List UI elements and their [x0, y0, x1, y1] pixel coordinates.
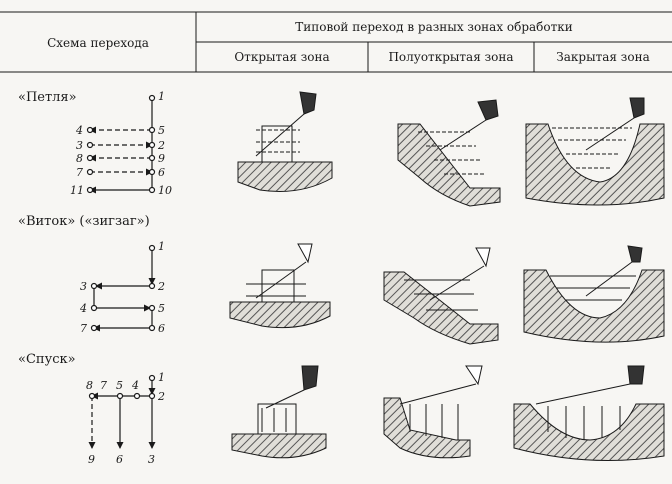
row3-open-zone: [231, 365, 327, 459]
header-group: Типовой переход в разных зонах обработки: [295, 20, 573, 34]
pt-number: 1: [158, 240, 165, 253]
pt-number: 7: [80, 322, 87, 335]
header-semi: Полуоткрытая зона: [388, 50, 514, 64]
scheme-vitok: [90, 244, 156, 332]
header-closed: Закрытая зона: [556, 50, 650, 64]
pt-number: 5: [158, 302, 165, 315]
pt-number: 7: [76, 166, 83, 179]
pt-number: 1: [158, 371, 165, 384]
row-label-vitok: «Виток» («зигзаг»): [18, 214, 150, 229]
row1-open-zone: [237, 91, 333, 192]
pt-number: 6: [116, 453, 123, 466]
row2-semi-zone: [383, 247, 499, 345]
scheme-spusk: [88, 374, 156, 449]
row3-closed-zone: [513, 365, 665, 461]
pt-number: 4: [80, 302, 87, 315]
pt-number: 8: [86, 379, 93, 392]
pt-number: 10: [158, 184, 172, 197]
pt-number: 9: [158, 152, 165, 165]
pt-number: 3: [76, 139, 83, 152]
row3-semi-zone: [383, 365, 483, 459]
pt-number: 2: [158, 139, 165, 152]
table-grid: [0, 11, 672, 73]
pt-number: 5: [116, 379, 123, 392]
pt-number: 6: [158, 166, 165, 179]
pt-number: 5: [158, 124, 165, 137]
pt-number: 1: [158, 90, 165, 103]
row2-closed-zone: [523, 245, 665, 343]
pt-number: 9: [88, 453, 95, 466]
pt-number: 2: [158, 390, 165, 403]
row2-open-zone: [229, 243, 331, 329]
scheme-petlya: [86, 94, 156, 194]
pt-number: 8: [76, 152, 83, 165]
pt-number: 2: [158, 280, 165, 293]
row-label-petlya: «Петля»: [18, 90, 77, 105]
row1-semi-zone: [397, 99, 501, 207]
pt-number: 3: [80, 280, 87, 293]
pt-number: 6: [158, 322, 165, 335]
pt-number: 11: [70, 184, 84, 197]
row1-closed-zone: [525, 97, 665, 206]
row-label-spusk: «Спуск»: [18, 352, 76, 367]
pt-number: 4: [76, 124, 83, 137]
header-scheme: Схема перехода: [47, 36, 149, 50]
pt-number: 4: [132, 379, 139, 392]
header-open: Открытая зона: [234, 50, 330, 64]
pt-number: 3: [148, 453, 155, 466]
pt-number: 7: [100, 379, 107, 392]
